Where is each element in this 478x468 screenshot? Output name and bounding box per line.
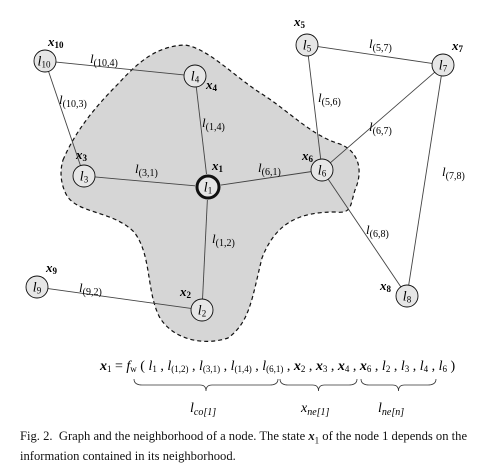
node-circle bbox=[33, 49, 57, 73]
node-label: l10 bbox=[38, 55, 51, 70]
edge-6-8 bbox=[327, 178, 402, 288]
state-label-2: x2 bbox=[179, 284, 192, 300]
node-circle bbox=[190, 298, 214, 322]
edge-label-1-2: l(1,2) bbox=[212, 231, 235, 249]
edge-label-1-3: l(3,1) bbox=[135, 161, 158, 179]
state-label-9: x9 bbox=[45, 260, 58, 276]
edge-label-5-6: l(5,6) bbox=[318, 90, 341, 108]
edge-7-6 bbox=[330, 71, 435, 164]
caption-state-subscript: 1 bbox=[314, 435, 320, 446]
node-label: l6 bbox=[318, 164, 327, 179]
caption-text-start: Graph and the neighborhood of a node. Th… bbox=[52, 429, 309, 443]
state-label-8: x8 bbox=[379, 278, 392, 294]
group-label-1: lco[1] bbox=[190, 401, 216, 418]
node-1: l1 bbox=[195, 174, 221, 200]
edge-10-4 bbox=[55, 61, 185, 76]
caption-text-end: of the node 1 depends on the information… bbox=[20, 429, 471, 464]
node-circle bbox=[72, 164, 96, 188]
state-label-4: x4 bbox=[205, 77, 218, 93]
node-circle bbox=[25, 275, 49, 299]
node-5: l5 bbox=[295, 33, 319, 57]
edge-1-6 bbox=[220, 171, 312, 186]
node-label: l5 bbox=[303, 39, 312, 54]
state-label-7: x7 bbox=[451, 38, 464, 54]
state-label-10: x10 bbox=[47, 34, 64, 50]
node-label: l2 bbox=[198, 304, 206, 319]
edge-5-6 bbox=[307, 55, 322, 160]
node-9: l9 bbox=[25, 275, 49, 299]
caption-state-symbol: x bbox=[308, 429, 315, 443]
node-3: l3 bbox=[72, 164, 96, 188]
edge-1-3 bbox=[94, 176, 196, 187]
node-6: l6 bbox=[310, 158, 334, 182]
node-circle bbox=[431, 53, 455, 77]
state-label-3: x3 bbox=[75, 147, 88, 163]
state-label-6: x6 bbox=[301, 148, 314, 164]
node-4: l4 bbox=[183, 64, 207, 88]
node-label: l9 bbox=[33, 281, 42, 296]
node-8: l8 bbox=[395, 284, 419, 308]
edge-label-1-6: l(6,1) bbox=[258, 160, 281, 178]
node-2: l2 bbox=[190, 298, 214, 322]
state-label-1: x1 bbox=[211, 158, 224, 174]
edge-1-2 bbox=[202, 199, 208, 300]
group-label-3: lne[n] bbox=[378, 401, 404, 418]
focus-node-circle bbox=[195, 174, 221, 200]
edge-1-4 bbox=[195, 86, 207, 175]
edge-label-7-6: l(6,7) bbox=[369, 119, 392, 137]
node-label: l1 bbox=[204, 181, 212, 196]
edge-label-6-8: l(6,8) bbox=[366, 222, 389, 240]
group-brace-3 bbox=[360, 378, 437, 392]
node-label: l7 bbox=[439, 59, 448, 74]
edge-7-8 bbox=[408, 75, 442, 286]
node-10: l10 bbox=[33, 49, 57, 73]
node-label: l3 bbox=[80, 170, 89, 185]
node-circle bbox=[295, 33, 319, 57]
edge-label-5-7: l(5,7) bbox=[369, 36, 392, 54]
node-circle bbox=[395, 284, 419, 308]
state-label-5: x5 bbox=[293, 14, 306, 30]
edge-label-10-3: l(10,3) bbox=[59, 92, 87, 110]
node-circle bbox=[310, 158, 334, 182]
node-label: l4 bbox=[191, 70, 200, 85]
group-label-2: xne[1] bbox=[300, 401, 330, 418]
node-circle bbox=[183, 64, 207, 88]
edge-10-3 bbox=[48, 71, 81, 166]
node-7: l7 bbox=[431, 53, 455, 77]
edge-9-2 bbox=[47, 288, 192, 309]
node-label: l8 bbox=[403, 290, 412, 305]
edge-label-9-2: l(9,2) bbox=[79, 280, 102, 298]
caption-fig-number: Fig. 2. bbox=[20, 429, 53, 443]
edge-label-10-4: l(10,4) bbox=[90, 51, 118, 69]
figure-caption: Fig. 2. Graph and the neighborhood of a … bbox=[20, 429, 470, 465]
edge-label-7-8: l(7,8) bbox=[442, 164, 465, 182]
edge-label-1-4: l(1,4) bbox=[202, 115, 225, 133]
group-brace-2 bbox=[279, 378, 358, 392]
group-brace-1 bbox=[133, 378, 279, 392]
state-equation: x1 = fw ( l1 , l(1,2) , l(3,1) , l(1,4) … bbox=[99, 359, 455, 374]
edge-5-7 bbox=[317, 46, 433, 64]
